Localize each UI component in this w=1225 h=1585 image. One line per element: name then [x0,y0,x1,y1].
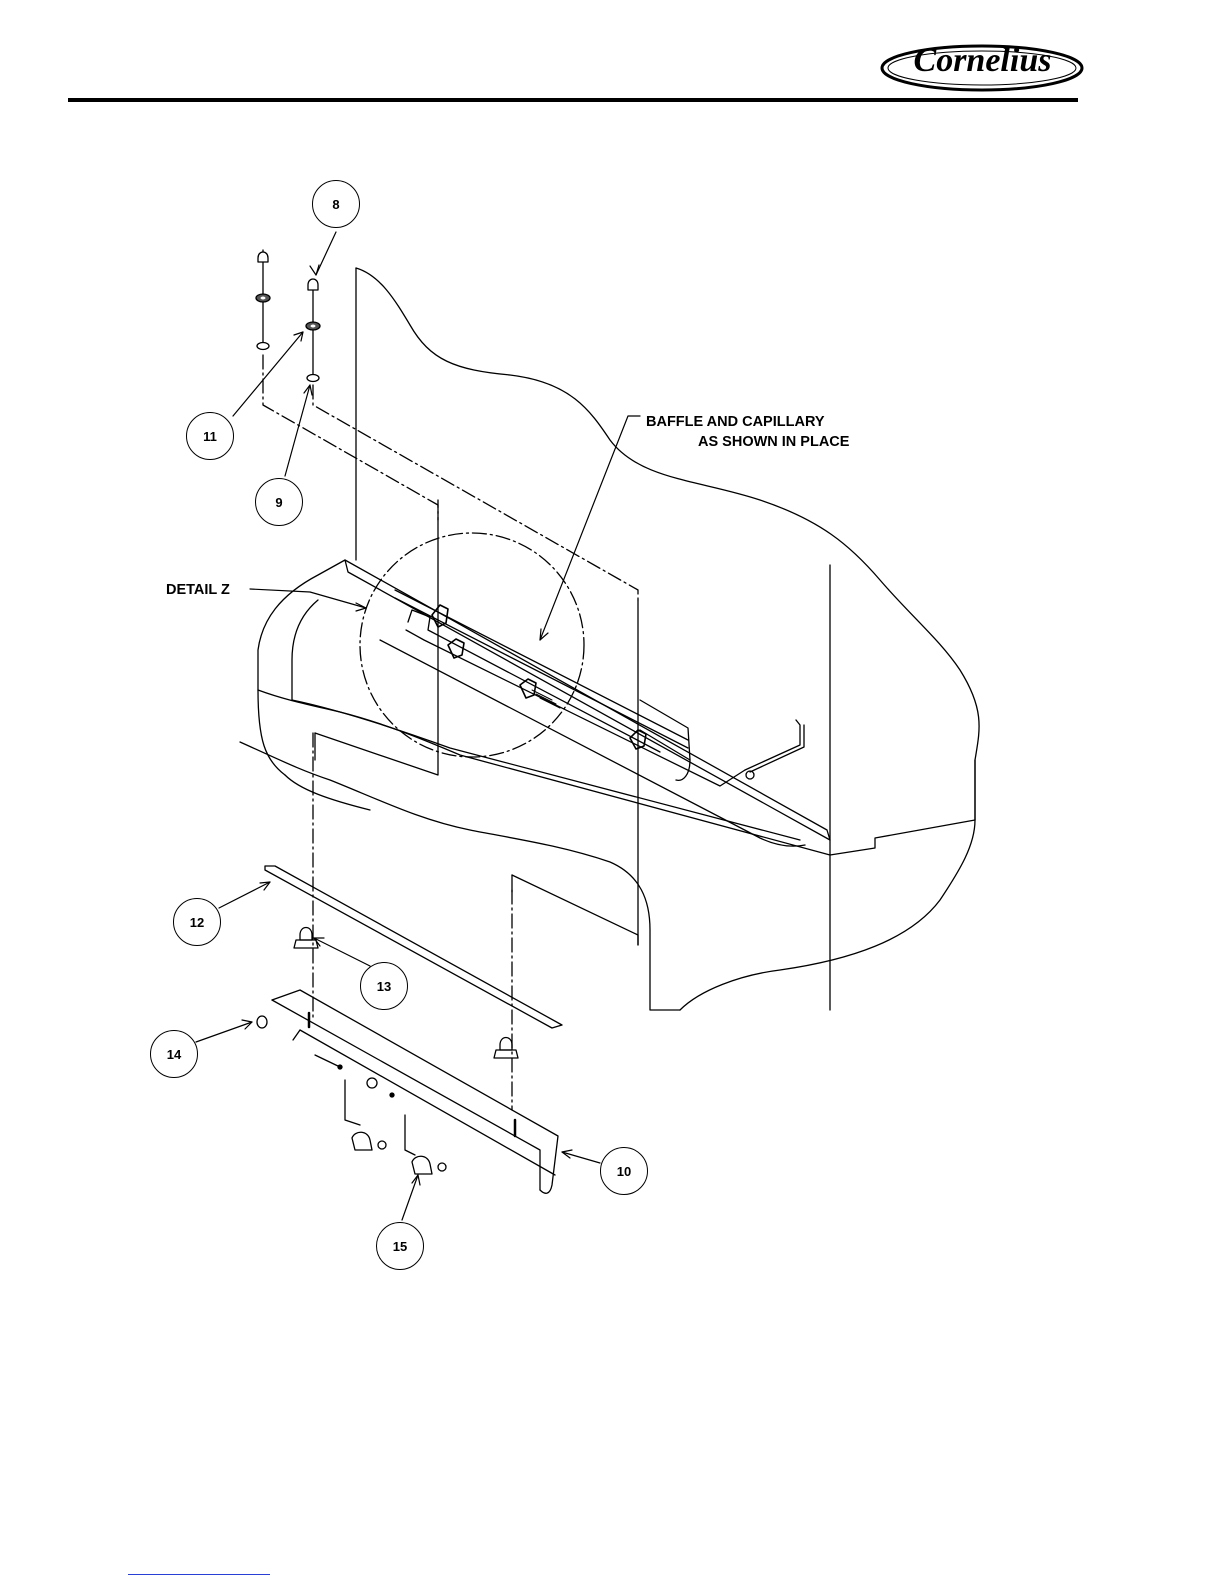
callout-9: 9 [255,478,303,526]
drip-trough [272,990,558,1193]
assembly-lines [263,355,638,1110]
baffle-rail [345,560,830,840]
callout-12: 12 [173,898,221,946]
hardware-stack-left [256,250,270,350]
callout-15: 15 [376,1222,424,1270]
callout-8: 8 [312,180,360,228]
clamps-15 [352,1132,446,1174]
baffle-label-line2: AS SHOWN IN PLACE [698,434,849,450]
leader-lines [196,232,640,1220]
baffle-label-line1: BAFFLE AND CAPILLARY [646,414,825,430]
callout-11: 11 [186,412,234,460]
hardware-stack-right [306,279,320,382]
footer-link-underline[interactable] [128,1574,270,1575]
plug-14 [257,1016,267,1028]
callout-14: 14 [150,1030,198,1078]
cabinet-body [240,268,979,1010]
detail-z-circle [360,533,584,757]
seal-strip [265,866,562,1028]
callout-10: 10 [600,1147,648,1195]
detail-z-label: DETAIL Z [166,582,230,598]
callout-13: 13 [360,962,408,1010]
